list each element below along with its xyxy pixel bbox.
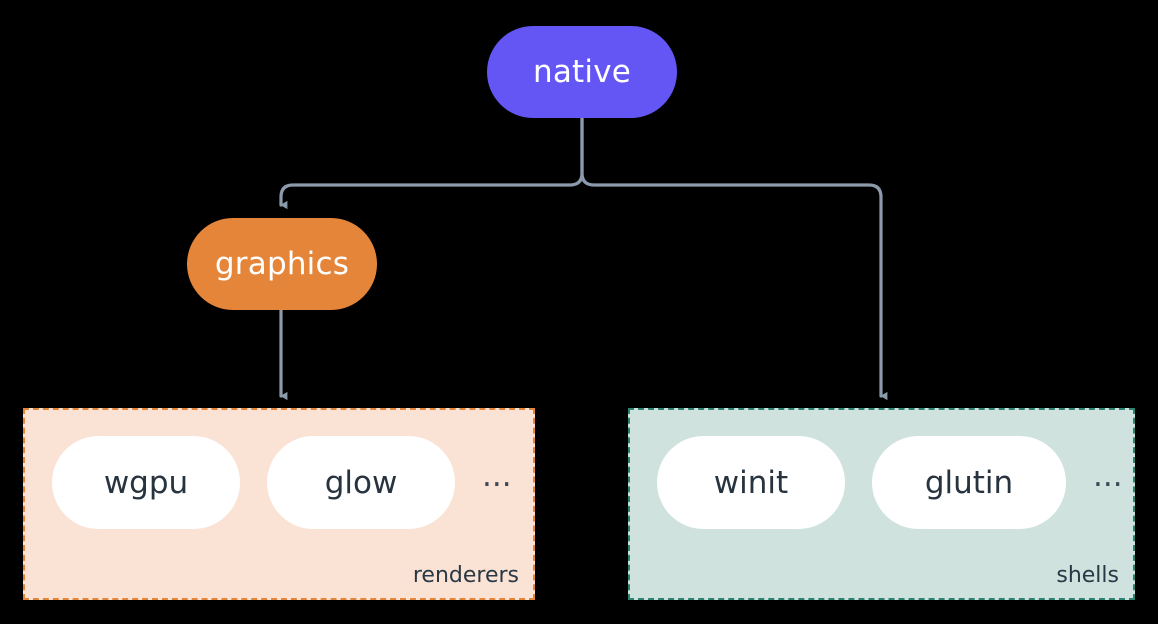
leaf-node-wgpu[interactable]: wgpu <box>52 436 240 529</box>
leaf-node-winit[interactable]: winit <box>657 436 845 529</box>
edge-native-to-shells <box>580 116 888 401</box>
node-native[interactable]: native <box>487 26 677 118</box>
leaf-node-glow-label: glow <box>324 464 398 501</box>
cluster-shells: winit glutin ... shells <box>628 408 1135 600</box>
cluster-renderers: wgpu glow ... renderers <box>23 408 535 600</box>
node-graphics-label: graphics <box>214 246 350 282</box>
leaf-node-glow[interactable]: glow <box>267 436 455 529</box>
leaf-node-wgpu-label: wgpu <box>103 464 189 501</box>
cluster-shells-items: winit glutin ... <box>657 436 1123 529</box>
shells-overflow-ellipsis: ... <box>1093 458 1123 494</box>
edge-native-to-graphics <box>279 116 584 210</box>
leaf-node-glutin[interactable]: glutin <box>872 436 1066 529</box>
node-native-label: native <box>532 54 632 90</box>
renderers-overflow-ellipsis: ... <box>482 458 512 494</box>
cluster-renderers-label: renderers <box>412 563 519 588</box>
cluster-renderers-items: wgpu glow ... <box>52 436 512 529</box>
cluster-shells-label: shells <box>1056 563 1119 588</box>
leaf-node-winit-label: winit <box>713 464 789 501</box>
node-graphics[interactable]: graphics <box>187 218 377 310</box>
leaf-node-glutin-label: glutin <box>924 464 1014 501</box>
